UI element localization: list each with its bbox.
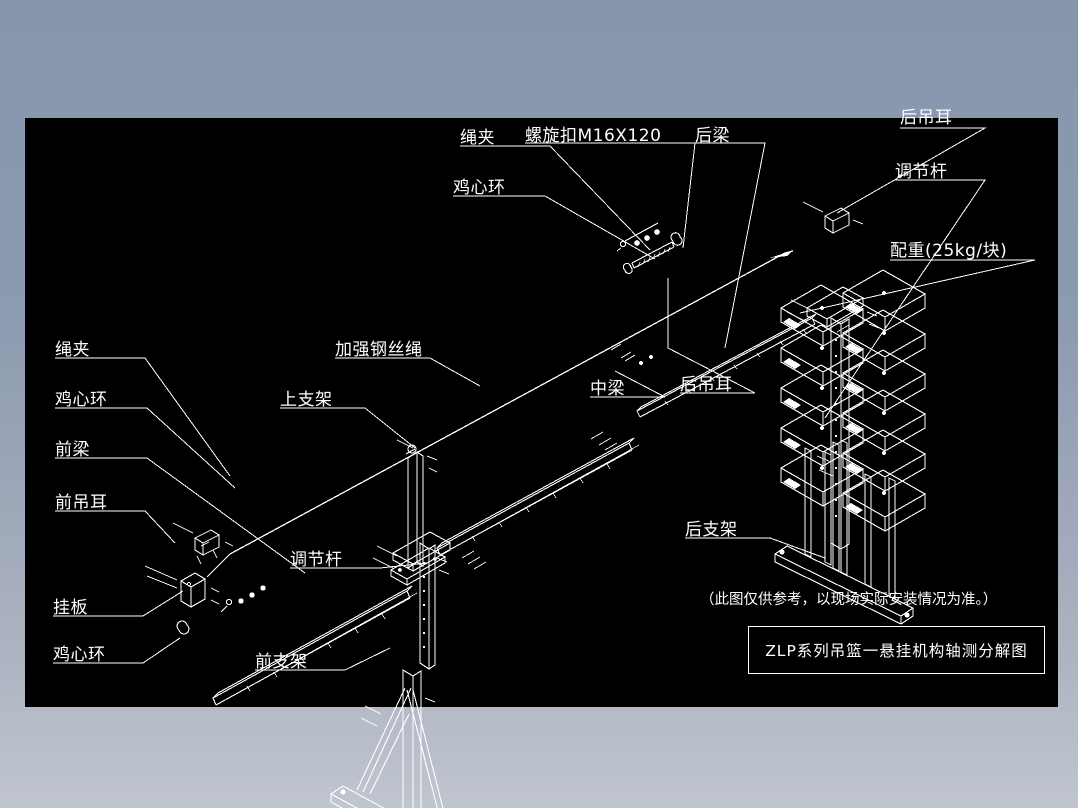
leader-lines-right	[685, 127, 1036, 559]
label-rear-beam: 后梁	[695, 126, 730, 146]
thimble-bottom-part	[176, 620, 190, 635]
label-rear-lifting-lug-top: 后吊耳	[900, 108, 953, 128]
label-turnbuckle: 螺旋扣M16X120	[525, 126, 662, 146]
counterweight-block	[841, 389, 927, 452]
label-rear-bracket: 后支架	[685, 520, 738, 540]
label-adjusting-rod-left: 调节杆	[290, 550, 343, 570]
label-rope-clip-left: 绳夹	[55, 340, 90, 360]
label-middle-beam: 中梁	[590, 379, 625, 399]
adjusting-rod-front	[372, 531, 452, 671]
rear-beam	[636, 313, 817, 418]
turnbuckle-assembly	[622, 232, 683, 274]
front-bracket	[329, 669, 444, 808]
label-upper-bracket: 上支架	[280, 390, 333, 410]
counterweight-block	[841, 269, 927, 332]
cad-canvas[interactable]: 绳夹 螺旋扣M16X120 后梁 鸡心环 加强钢丝绳 上支架 绳夹 鸡心环 前梁…	[25, 109, 1058, 808]
counterweight-stack	[779, 269, 927, 532]
rear-beam-tip	[770, 250, 793, 258]
label-counterweight: 配重(25kg/块)	[890, 241, 1008, 261]
label-thimble-left: 鸡心环	[55, 390, 108, 410]
rear-lifting-lug-top	[802, 201, 864, 234]
label-rear-lifting-lug-mid: 后吊耳	[680, 375, 733, 395]
leader-lines-left	[53, 357, 306, 664]
counterweight-block	[841, 469, 927, 532]
title-block: ZLP系列吊篮一悬挂机构轴测分解图	[748, 626, 1045, 674]
rear-beam-fasteners	[610, 343, 654, 366]
hanging-plate	[144, 565, 220, 608]
label-thimble-bottom: 鸡心环	[53, 645, 106, 665]
middle-beam-fasteners	[461, 431, 618, 570]
label-front-lifting-lug: 前吊耳	[55, 493, 108, 513]
leader-lines-top	[453, 142, 766, 349]
label-rope-clip-top: 绳夹	[460, 128, 495, 148]
counterweight-block	[841, 429, 927, 492]
label-adjusting-rod-right: 调节杆	[895, 162, 948, 182]
cad-geometry	[25, 118, 1058, 808]
label-thimble-top: 鸡心环	[453, 178, 506, 198]
rear-bracket	[773, 439, 915, 625]
rope-clip-thimble-left	[220, 585, 266, 613]
upper-bracket-fasteners	[396, 439, 438, 473]
label-front-bracket: 前支架	[255, 652, 308, 672]
leader-lines-center	[255, 278, 756, 671]
label-reinforcing-wire-rope: 加强钢丝绳	[335, 340, 423, 360]
front-beam	[212, 585, 418, 706]
label-hanging-plate: 挂板	[53, 598, 88, 618]
counterweight-block	[841, 309, 927, 372]
counterweight-block	[841, 349, 927, 412]
label-front-beam: 前梁	[55, 440, 90, 460]
middle-beam	[436, 437, 640, 556]
front-lifting-lug	[172, 522, 234, 565]
rope-clip-thimble-top	[616, 222, 660, 252]
drawing-note: （此图仅供参考，以现场实际安装情况为准。）	[700, 592, 998, 608]
